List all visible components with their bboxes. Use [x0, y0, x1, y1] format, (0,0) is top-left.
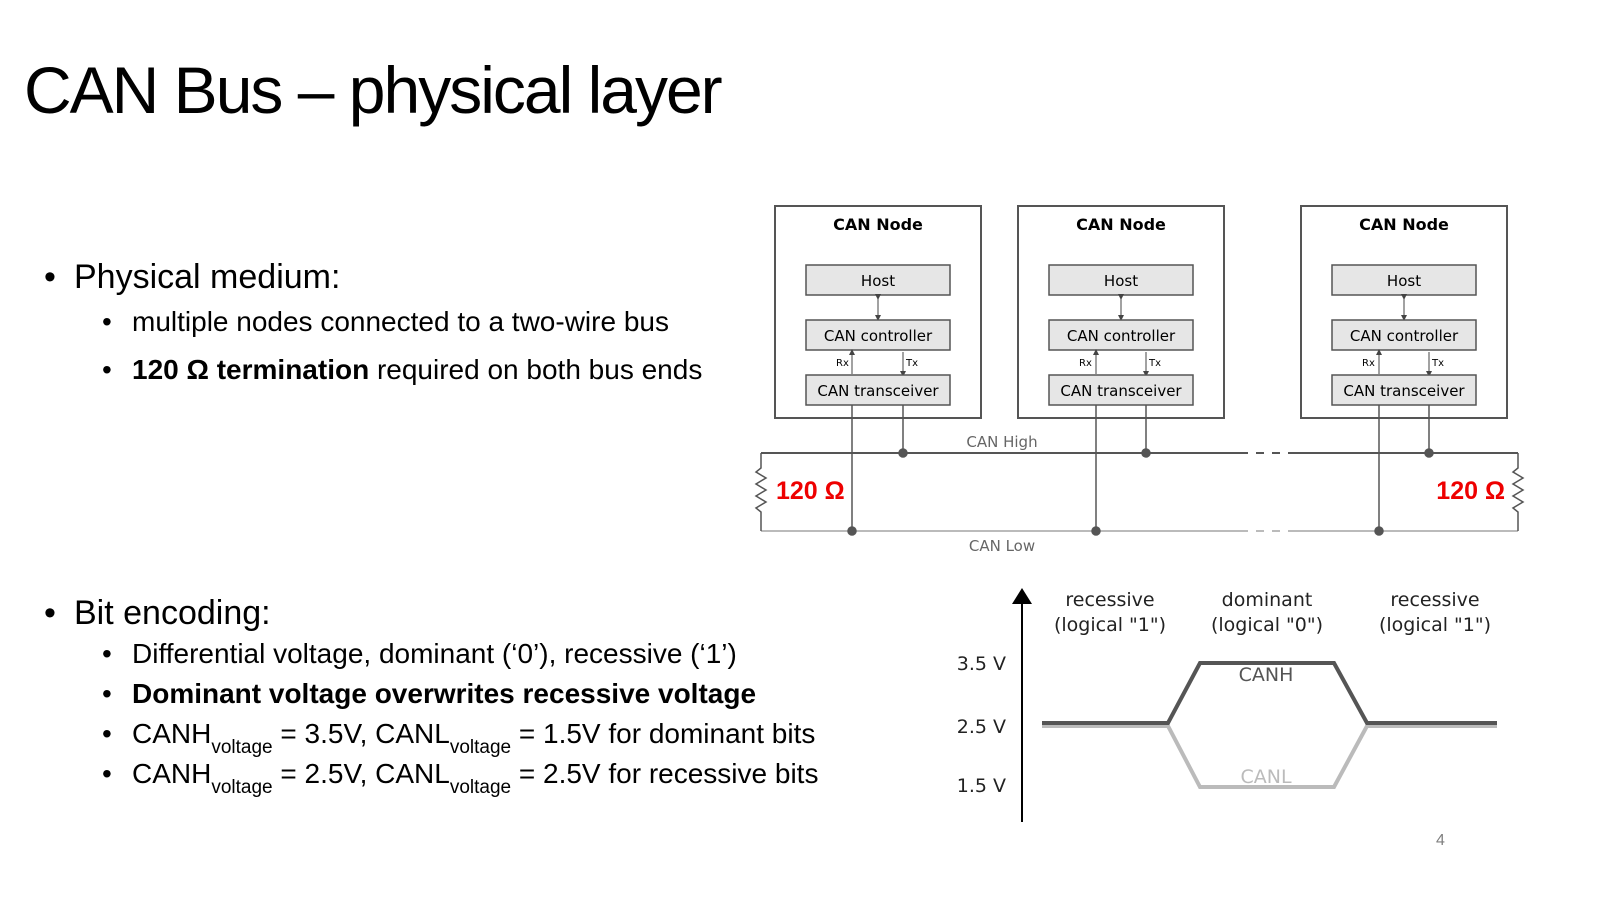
canl-trace: [1042, 724, 1497, 789]
tx-label: Tx: [905, 358, 918, 369]
state-label-2: dominant: [1222, 589, 1313, 611]
dominant-end-text: = 1.5V for dominant bits: [511, 718, 816, 749]
voltage-subscript: voltage: [449, 777, 512, 798]
host-label: Host: [861, 272, 895, 290]
node-title: CAN Node: [1076, 215, 1166, 234]
rx-label: Rx: [1079, 358, 1092, 369]
can-node-3: CAN Node Host CAN controller Rx Tx CAN t…: [1300, 205, 1508, 419]
resistor-right-icon: [1511, 453, 1525, 531]
state-label-1: recessive: [1065, 589, 1154, 611]
controller-box: [1048, 319, 1194, 351]
host-label: Host: [1104, 272, 1138, 290]
physical-medium-heading: Physical medium:: [44, 258, 702, 306]
can-high-label: CAN High: [966, 433, 1037, 451]
controller-label: CAN controller: [824, 327, 933, 345]
voltage-subscript: voltage: [211, 777, 273, 798]
canh-text: CANH: [132, 718, 212, 749]
transceiver-label: CAN transceiver: [1343, 382, 1465, 400]
controller-label: CAN controller: [1350, 327, 1459, 345]
transceiver-box: [1331, 374, 1477, 406]
voltage-subscript: voltage: [449, 737, 512, 758]
canl-text: = 2.5V, CANL: [272, 758, 450, 789]
canh-label: CANH: [1239, 664, 1294, 686]
controller-box: [805, 319, 951, 351]
termination-rest: required on both bus ends: [369, 354, 703, 385]
node-title: CAN Node: [833, 215, 923, 234]
resistor-left-label: 120 Ω: [776, 477, 845, 505]
bit-encoding-heading: Bit encoding:: [44, 594, 818, 638]
bullet-dominant-voltages: CANHvoltage = 3.5V, CANLvoltage = 1.5V f…: [102, 718, 818, 758]
bit-encoding-list: Bit encoding: Differential voltage, domi…: [44, 594, 818, 798]
node-title: CAN Node: [1359, 215, 1449, 234]
dominant-overwrites-text: Dominant voltage overwrites recessive vo…: [132, 678, 757, 709]
rx-label: Rx: [836, 358, 849, 369]
bus-taps: [847, 405, 1434, 536]
resistor-right-label: 120 Ω: [1436, 477, 1505, 505]
page-number: 4: [1436, 832, 1445, 849]
canl-label: CANL: [1240, 766, 1291, 788]
controller-box: [1331, 319, 1477, 351]
canh-text: CANH: [132, 758, 212, 789]
resistor-left-icon: [754, 453, 768, 531]
voltage-label-3v5: 3.5 V: [957, 653, 1006, 675]
transceiver-label: CAN transceiver: [1060, 382, 1182, 400]
bullet-differential-voltage: Differential voltage, dominant (‘0’), re…: [102, 638, 818, 678]
physical-medium-list: Physical medium: multiple nodes connecte…: [44, 258, 702, 402]
bullet-recessive-voltages: CANHvoltage = 2.5V, CANLvoltage = 2.5V f…: [102, 758, 818, 798]
state-logic-1: (logical "1"): [1054, 614, 1166, 636]
voltage-subscript: voltage: [211, 737, 273, 758]
bullet-two-wire-bus: multiple nodes connected to a two-wire b…: [102, 306, 702, 354]
controller-label: CAN controller: [1067, 327, 1176, 345]
voltage-label-1v5: 1.5 V: [957, 775, 1006, 797]
state-logic-3: (logical "1"): [1379, 614, 1491, 636]
can-node-1: CAN Node Host CAN controller Rx Tx CAN t…: [774, 205, 982, 419]
bullet-dominant-overwrites: Dominant voltage overwrites recessive vo…: [102, 678, 818, 718]
voltage-label-2v5: 2.5 V: [957, 716, 1006, 738]
termination-bold: 120 Ω termination: [132, 354, 370, 385]
tx-label: Tx: [1148, 358, 1161, 369]
signal-diagram: recessive (logical "1") dominant (logica…: [957, 588, 1497, 822]
transceiver-box: [1048, 374, 1194, 406]
canl-text: = 3.5V, CANL: [272, 718, 450, 749]
can-low-label: CAN Low: [969, 537, 1035, 555]
transceiver-box: [805, 374, 951, 406]
bullet-termination: 120 Ω termination required on both bus e…: [102, 354, 702, 402]
host-label: Host: [1387, 272, 1421, 290]
state-label-3: recessive: [1390, 589, 1479, 611]
can-node-2: CAN Node Host CAN controller Rx Tx CAN t…: [1017, 205, 1225, 419]
tx-label: Tx: [1431, 358, 1444, 369]
canh-trace: [1042, 661, 1497, 725]
state-logic-2: (logical "0"): [1211, 614, 1323, 636]
rx-label: Rx: [1362, 358, 1375, 369]
slide-title: CAN Bus – physical layer: [24, 53, 723, 127]
transceiver-label: CAN transceiver: [817, 382, 939, 400]
host-box: [1048, 264, 1194, 296]
recessive-end-text: = 2.5V for recessive bits: [511, 758, 819, 789]
